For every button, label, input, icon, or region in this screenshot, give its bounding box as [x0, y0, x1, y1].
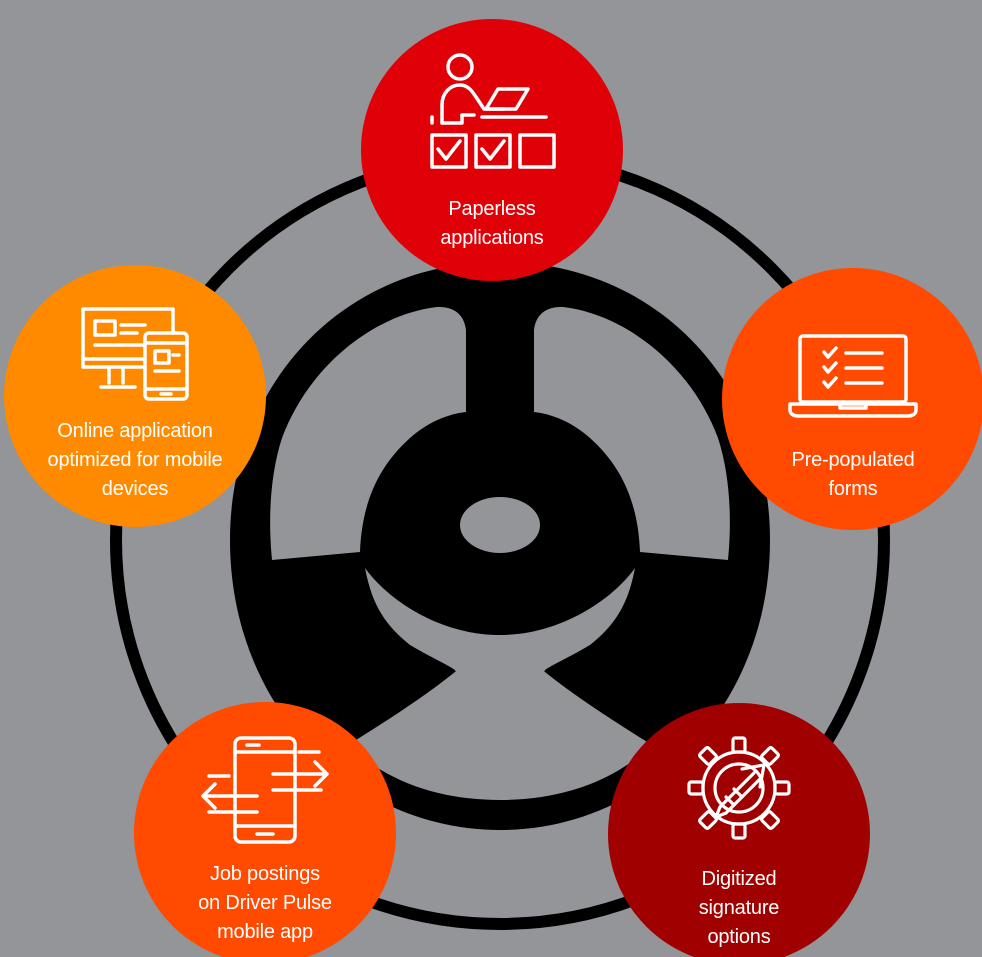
node-paperless-applications: Paperless applications	[361, 19, 623, 281]
node-label-line: options	[707, 926, 771, 948]
node-job-postings: Job postings on Driver Pulse mobile app	[134, 702, 396, 957]
node-label-line: Job postings	[210, 863, 320, 885]
gear-pen-icon	[687, 736, 791, 840]
node-label-line: Online application	[57, 420, 213, 442]
node-label-line: signature	[698, 897, 780, 919]
node-prepopulated-forms: Pre-populated forms	[722, 268, 982, 530]
node-label-line: Digitized	[701, 868, 777, 890]
node-label-line: applications	[440, 227, 544, 249]
monitor-and-phone-icon	[81, 307, 189, 401]
node-label-line: on Driver Pulse	[198, 892, 332, 914]
steering-wheel-icon	[230, 262, 770, 830]
phone-arrows-icon	[201, 736, 329, 844]
laptop-checklist-icon	[788, 334, 918, 418]
node-label-line: forms	[828, 478, 878, 500]
node-label-line: Pre-populated	[791, 449, 915, 471]
node-label-line: devices	[101, 478, 169, 500]
person-at-laptop-checkboxes-icon	[430, 53, 556, 169]
node-label-line: optimized for mobile	[47, 449, 223, 471]
node-label-line: mobile app	[217, 921, 313, 943]
node-digitized-signature-options: Digitized signature options	[608, 703, 870, 957]
node-label-line: Paperless	[448, 198, 536, 220]
node-online-application: Online application optimized for mobile …	[4, 265, 266, 527]
